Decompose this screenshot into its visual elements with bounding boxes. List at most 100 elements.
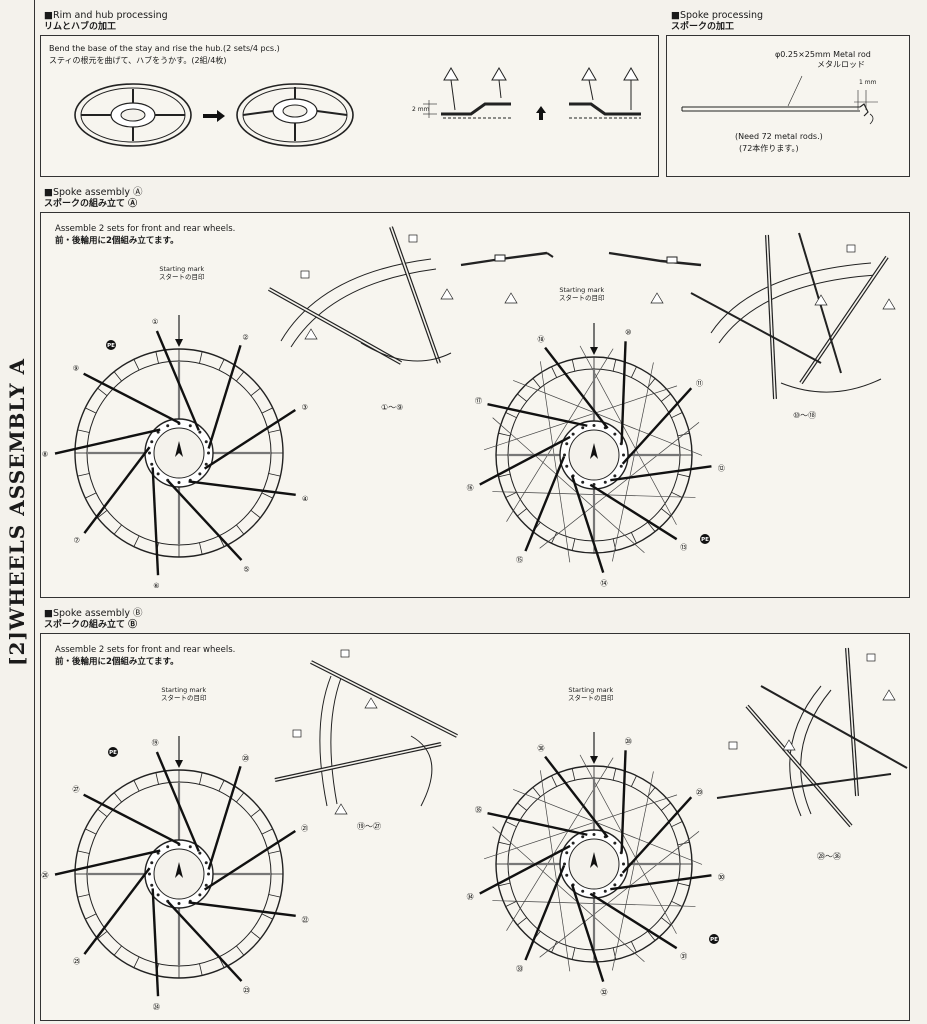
stay-bend-diagram — [423, 67, 511, 119]
spoke-number-label: ㉖ — [42, 872, 49, 880]
spoke — [167, 901, 243, 982]
spoke — [54, 849, 161, 876]
spoke — [524, 865, 566, 961]
spoke — [479, 435, 571, 486]
spoke — [487, 811, 588, 836]
spoke-number-label: ㊱ — [537, 745, 544, 753]
spoke — [610, 465, 712, 482]
spoke — [207, 765, 242, 870]
arrow-right-icon — [203, 110, 225, 122]
spoke — [203, 409, 296, 470]
rim-hub-instruction-en: Bend the base of the stay and rise the h… — [49, 44, 280, 53]
spoke-proc-box: φ0.25×25mm Metal rod メタルロッド 1 mm (Need 7… — [666, 35, 910, 177]
start-mark-b-en-2: Starting mark — [568, 686, 614, 694]
spoke-number-label: ㉝ — [516, 965, 523, 973]
spoke — [487, 402, 588, 427]
spoke — [151, 888, 160, 997]
spoke-number-label: ② — [242, 334, 248, 342]
assembly-b-range-2: ㉘～㊱ — [817, 852, 841, 861]
assembly-a-instruction-ja: 前・後輪用に2個組み立てます。 — [55, 236, 179, 246]
rim-hub-heading-ja: リムとハブの加工 — [44, 22, 117, 32]
spoke-detail-b1 — [274, 649, 458, 815]
spoke-number-label: ㉞ — [467, 893, 474, 901]
rim-hub-heading-en: Rim and hub processing — [52, 10, 168, 21]
assembly-b-heading: ■Spoke assembly Ⓑ スポークの組み立て Ⓑ — [44, 608, 143, 630]
spoke — [570, 884, 605, 983]
spoke-number-label: ⑰ — [475, 397, 482, 405]
pe-mark-icon: PE — [700, 534, 710, 544]
spoke-number-label: ⑦ — [74, 537, 80, 545]
spoke — [589, 892, 678, 950]
spoke — [151, 467, 160, 576]
spoke-number-label: ⑬ — [680, 543, 687, 551]
bent-spoke-a2 — [608, 251, 702, 304]
assembly-b-instruction-en: Assemble 2 sets for front and rear wheel… — [55, 645, 236, 655]
need-rods-ja: (72本作ります。) — [739, 144, 799, 153]
rim-hub-box: Bend the base of the stay and rise the h… — [40, 35, 659, 177]
spoke — [54, 428, 161, 455]
spoke-number-label: ⑨ — [73, 364, 79, 372]
spoke-proc-heading-ja: スポークの加工 — [671, 22, 735, 32]
spoke-number-label: ㉑ — [301, 825, 308, 833]
spoke-detail-b2 — [716, 647, 908, 828]
start-mark-en: Starting mark — [159, 265, 205, 273]
spoke — [167, 480, 243, 561]
spoke-number-label: ⑯ — [467, 484, 474, 492]
bend-dimension: 1 mm — [859, 79, 877, 86]
start-mark-b-en: Starting mark — [161, 686, 207, 694]
spoke-number-label: ㉗ — [72, 785, 79, 793]
svg-text:PE: PE — [701, 537, 709, 543]
spoke — [621, 796, 693, 874]
spoke-number-label: ㉚ — [718, 873, 725, 881]
svg-text:PE: PE — [107, 343, 115, 349]
hub-arrow-icon — [175, 441, 183, 457]
spoke — [83, 372, 181, 425]
assembly-a-range-2: ⑩～⑱ — [793, 411, 817, 420]
assembly-a-range-1: ①～⑨ — [381, 403, 404, 412]
spoke-number-label: ⑫ — [718, 464, 725, 472]
spoke — [83, 446, 151, 534]
spoke-number-label: ⑤ — [243, 566, 249, 574]
spoke-number-label: ㉜ — [601, 989, 608, 997]
start-mark-b-ja: スタートの目印 — [161, 694, 207, 702]
spoke-number-label: ④ — [302, 495, 308, 503]
side-title: [2]WHEELS ASSEMBLY A — [0, 0, 35, 1024]
spoke — [544, 346, 609, 430]
spoke-number-label: ⑮ — [516, 556, 523, 564]
spoke — [155, 330, 200, 431]
assembly-a-start-mark-label: Starting mark スタートの目印 — [159, 265, 205, 281]
spoke-number-label: ⑥ — [153, 582, 159, 590]
assembly-a-box: Assemble 2 sets for front and rear wheel… — [40, 212, 910, 598]
spoke — [155, 751, 200, 852]
spoke-number-label: ⑩ — [625, 329, 631, 337]
rod-spec-ja: メタルロッド — [817, 60, 865, 69]
hub-arrow-icon — [175, 862, 183, 878]
rim-hub-heading: ■Rim and hub processing リムとハブの加工 — [44, 10, 168, 32]
assembly-a-heading-en: Spoke assembly Ⓐ — [52, 187, 143, 198]
assembly-b-range-1: ⑲～㉗ — [357, 822, 381, 831]
spoke-number-label: ⑲ — [152, 739, 159, 747]
assembly-b-heading-en: Spoke assembly Ⓑ — [52, 608, 143, 619]
assembly-a-instruction-en: Assemble 2 sets for front and rear wheel… — [55, 224, 236, 234]
assembly-b-start-mark-label: Starting mark スタートの目印 — [161, 686, 207, 702]
hub-arrow-icon — [590, 852, 598, 868]
spoke-number-label: ③ — [302, 404, 308, 412]
spoke-number-label: ㉒ — [302, 916, 309, 924]
bent-spoke-a1 — [460, 251, 554, 304]
need-rods-en: (Need 72 metal rods.) — [735, 132, 823, 141]
spoke — [188, 901, 296, 918]
svg-text:PE: PE — [109, 750, 117, 756]
assembly-b-instruction-ja: 前・後輪用に2個組み立てます。 — [55, 657, 179, 667]
spoke-number-label: ㉘ — [625, 738, 632, 746]
start-mark-en-2: Starting mark — [559, 286, 605, 294]
start-mark-arrow-icon — [590, 347, 598, 355]
pe-mark-icon: PE — [709, 934, 719, 944]
metal-rod-diagram — [681, 75, 878, 125]
spoke — [620, 750, 627, 853]
pe-mark-icon: PE — [106, 340, 116, 350]
spoke-number-label: ⑱ — [537, 336, 544, 344]
spoke — [524, 456, 566, 552]
